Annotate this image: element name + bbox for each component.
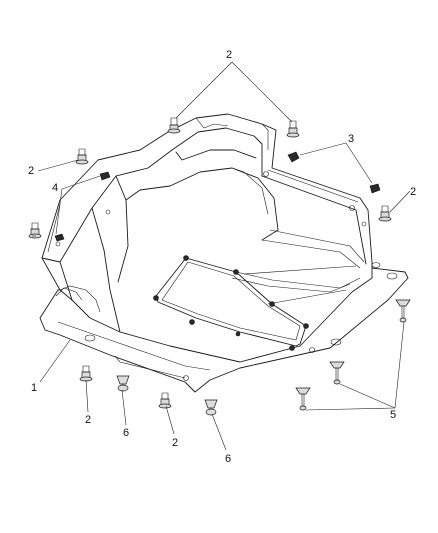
callout-4: 4 (52, 182, 58, 194)
bolt-right (378, 205, 392, 222)
leader-lines (32, 61, 411, 451)
push-pin-mid (329, 361, 345, 385)
callout-2-top: 2 (226, 49, 232, 61)
callout-1: 1 (31, 382, 37, 394)
callout-labels: 2 3 2 4 2 1 2 6 2 6 5 (28, 49, 416, 465)
push-pin-group (295, 299, 411, 411)
push-pin-right (395, 299, 411, 323)
push-pin-low (295, 387, 311, 411)
callout-6-left: 6 (123, 427, 129, 439)
bolt-top-right (286, 120, 300, 138)
bolt-top-left (167, 117, 181, 134)
access-panel (153, 255, 361, 351)
callout-2-right: 2 (410, 186, 416, 198)
bolt-group (28, 117, 392, 409)
callout-2-bottom-left: 2 (85, 414, 91, 426)
bolt-left (75, 148, 89, 165)
rivet-left (116, 375, 130, 392)
clip-group (54, 151, 381, 242)
bolt-bottom-center (158, 392, 172, 409)
callout-3: 3 (348, 133, 354, 145)
bolt-bottom-left (79, 365, 93, 382)
callout-2-bottom-center: 2 (172, 437, 178, 449)
callout-2-left: 2 (28, 165, 34, 177)
callout-5: 5 (390, 409, 396, 421)
callout-6-center: 6 (225, 453, 231, 465)
rivet-group (116, 375, 218, 416)
rivet-center (204, 399, 218, 416)
